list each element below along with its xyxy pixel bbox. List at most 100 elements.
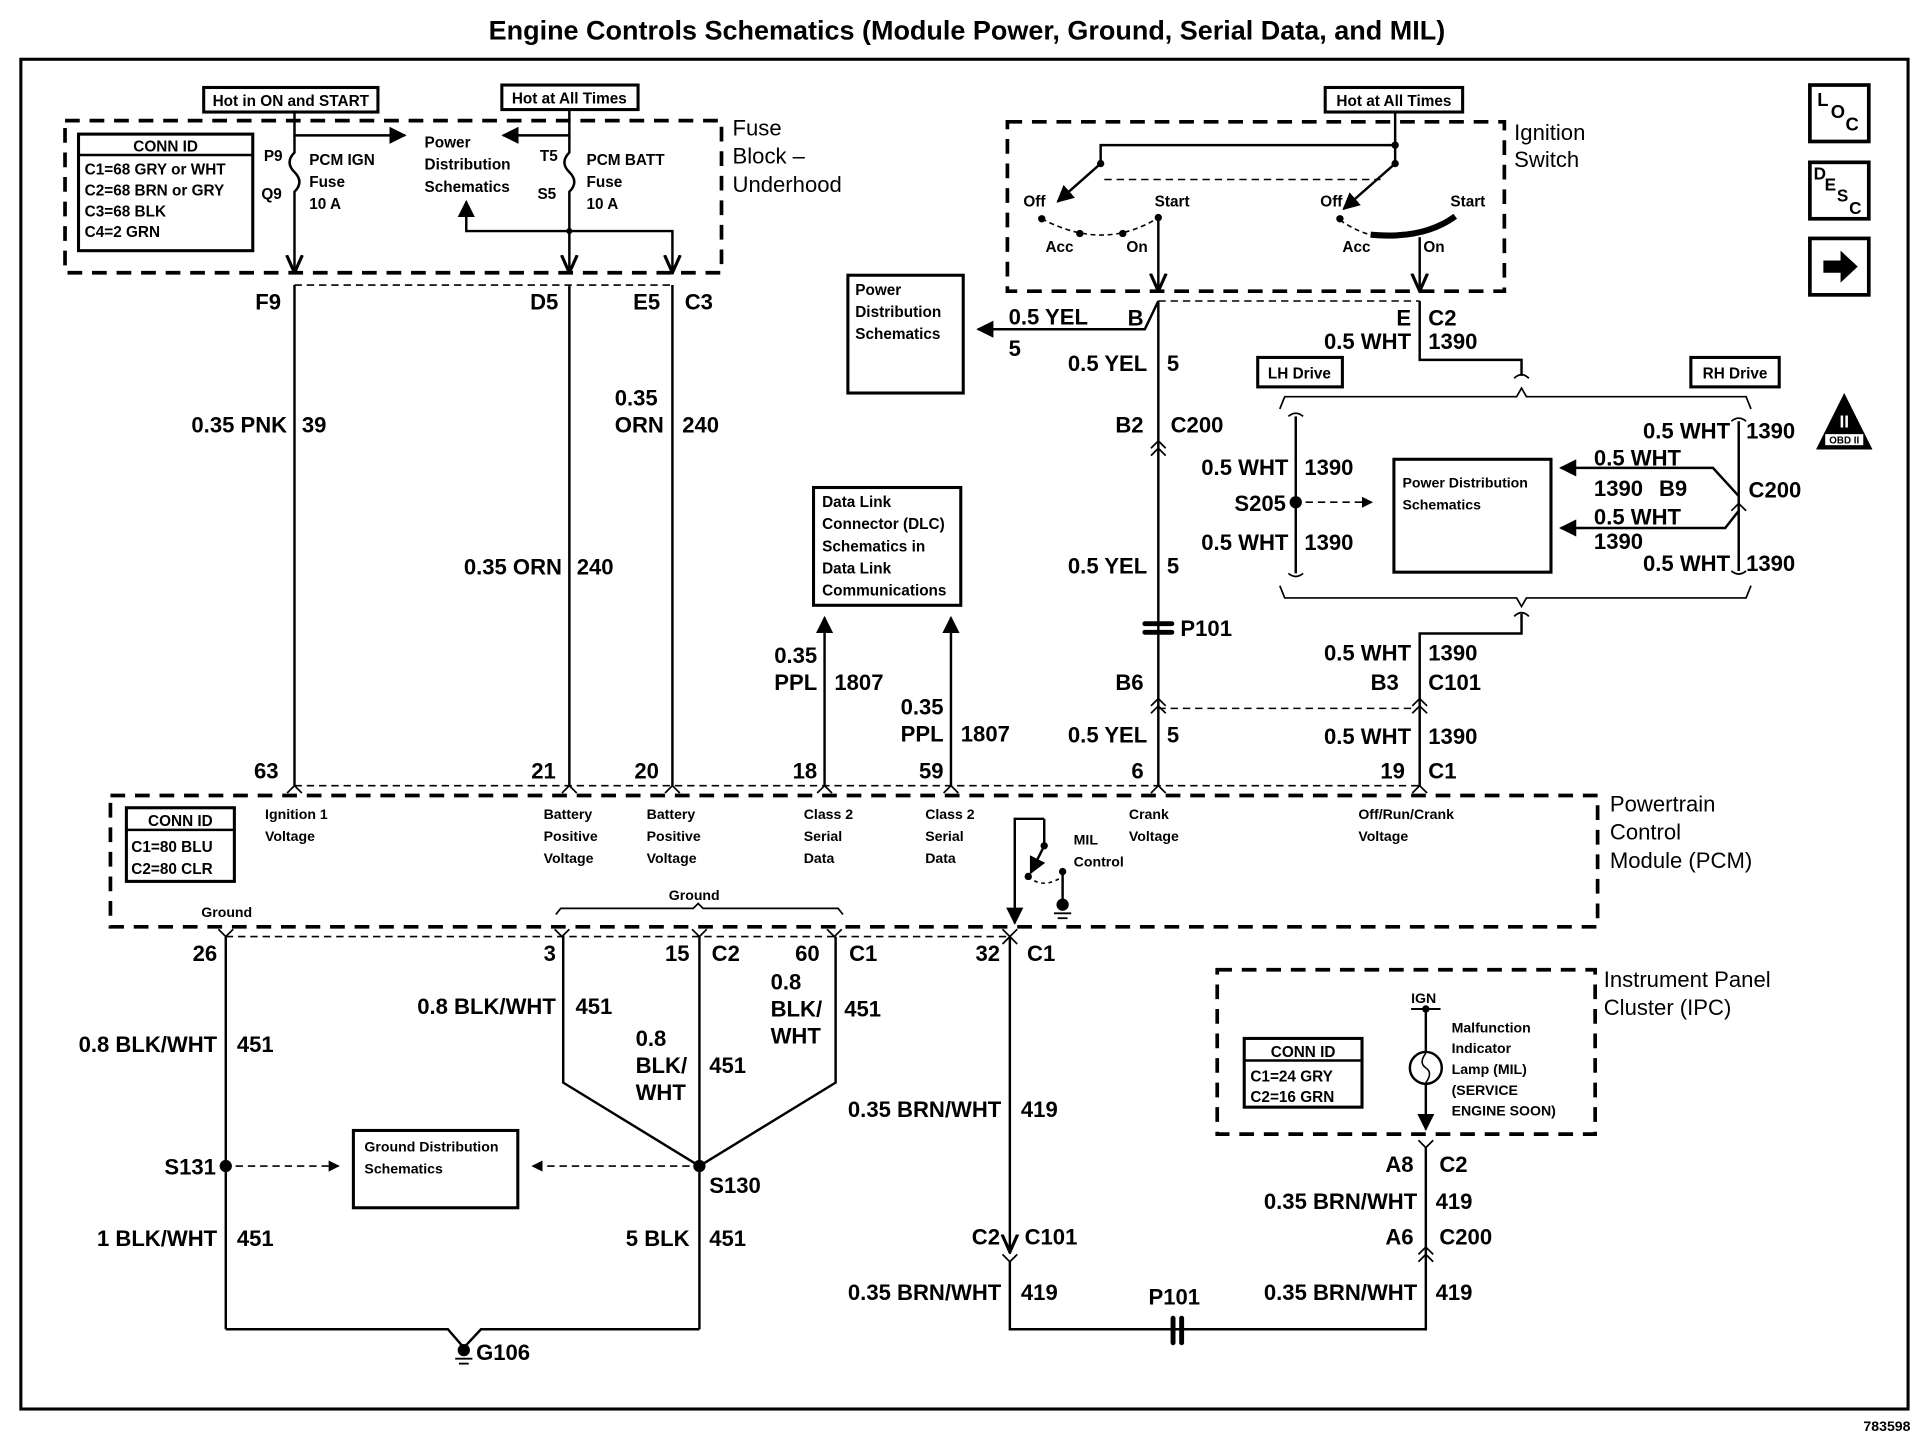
svg-text:PCM BATT: PCM BATT [587, 152, 666, 169]
svg-text:Voltage: Voltage [1129, 828, 1179, 844]
svg-text:WHT: WHT [636, 1080, 687, 1105]
svg-text:CONN ID: CONN ID [1271, 1044, 1336, 1061]
svg-text:C1=68 GRY or WHT: C1=68 GRY or WHT [85, 162, 227, 179]
svg-text:0.5 WHT: 0.5 WHT [1594, 445, 1682, 470]
svg-text:B6: B6 [1115, 670, 1143, 695]
svg-text:Power Distribution: Power Distribution [1403, 475, 1528, 491]
svg-text:Schematics: Schematics [425, 179, 510, 196]
svg-text:0.5 WHT: 0.5 WHT [1594, 504, 1682, 529]
wire-crank: 0.5 YEL 5 B2 C200 0.5 YEL 5 P101 B6 0.5 … [1068, 300, 1232, 786]
fuse-block-underhood: Fuse Block – Underhood Hot in ON and STA… [63, 83, 842, 315]
svg-text:C200: C200 [1171, 412, 1224, 437]
svg-text:1390: 1390 [1428, 724, 1477, 749]
svg-text:Voltage: Voltage [1358, 828, 1408, 844]
svg-text:Fuse: Fuse [309, 174, 345, 191]
svg-text:419: 419 [1436, 1280, 1473, 1305]
next-page-button[interactable] [1808, 236, 1871, 297]
svg-text:B9: B9 [1659, 476, 1687, 501]
svg-text:Schematics in: Schematics in [822, 538, 925, 555]
svg-text:1807: 1807 [834, 670, 883, 695]
svg-text:B: B [1128, 306, 1144, 331]
svg-text:A6: A6 [1385, 1225, 1413, 1250]
svg-text:0.8 BLK/WHT: 0.8 BLK/WHT [79, 1032, 218, 1057]
svg-text:Malfunction: Malfunction [1452, 1019, 1531, 1035]
svg-text:451: 451 [237, 1032, 274, 1057]
obd-ii-badge: II OBD II [1816, 393, 1873, 450]
ground-distribution-reference-box[interactable]: Ground Distribution Schematics [351, 1128, 520, 1210]
svg-text:C3=68 BLK: C3=68 BLK [85, 203, 166, 220]
svg-text:Indicator: Indicator [1452, 1040, 1512, 1056]
svg-text:C1: C1 [1027, 941, 1055, 966]
svg-text:Control: Control [1610, 820, 1681, 845]
svg-text:Serial: Serial [925, 828, 963, 844]
svg-text:OBD II: OBD II [1829, 435, 1859, 446]
pcm-module: Powertrain Control Module (PCM) CONN ID … [108, 784, 1752, 938]
power-distribution-reference-box-2[interactable]: Power Distribution Schematics [1392, 457, 1553, 574]
svg-text:451: 451 [709, 1053, 746, 1078]
svg-text:1 BLK/WHT: 1 BLK/WHT [97, 1226, 218, 1251]
svg-text:1390: 1390 [1594, 529, 1643, 554]
wire-mil-419: 32 C1 0.35 BRN/WHT 419 C2 C101 0.35 BRN/… [848, 935, 1492, 1346]
mil-control-switch [1006, 817, 1072, 925]
svg-text:Positive: Positive [544, 828, 598, 844]
desc-button[interactable]: D E S C [1808, 160, 1871, 221]
svg-text:451: 451 [844, 996, 881, 1021]
svg-text:MIL: MIL [1074, 832, 1099, 848]
svg-text:(SERVICE: (SERVICE [1452, 1082, 1518, 1098]
ground-icon [1056, 898, 1069, 911]
svg-text:P9: P9 [264, 148, 283, 165]
svg-text:20: 20 [634, 758, 659, 783]
fuse-block-name-3: Underhood [733, 172, 842, 197]
svg-text:Communications: Communications [822, 582, 946, 599]
svg-text:1390: 1390 [1594, 476, 1643, 501]
svg-text:P101: P101 [1149, 1285, 1201, 1310]
svg-text:C2: C2 [1428, 306, 1456, 331]
loc-button[interactable]: L O C [1808, 83, 1871, 144]
svg-text:C2: C2 [972, 1225, 1000, 1250]
svg-text:240: 240 [577, 555, 614, 580]
dlc-reference-box[interactable]: Data Link Connector (DLC) Schematics in … [811, 485, 963, 607]
svg-text:0.5 WHT: 0.5 WHT [1324, 724, 1412, 749]
svg-text:26: 26 [193, 941, 218, 966]
power-distribution-reference-box[interactable]: Power Distribution Schematics [846, 273, 965, 395]
svg-text:419: 419 [1021, 1280, 1058, 1305]
p101-connector-icon-2 [1170, 1315, 1185, 1346]
svg-text:0.5 WHT: 0.5 WHT [1324, 329, 1412, 354]
instrument-panel-cluster: Instrument Panel Cluster (IPC) CONN ID C… [1215, 967, 1771, 1136]
hot-in-on-start-label: Hot in ON and START [213, 93, 370, 110]
svg-text:L: L [1817, 89, 1828, 110]
wire-battery-d5: 0.35 ORN 240 21 [464, 285, 614, 786]
svg-text:PPL: PPL [901, 721, 944, 746]
svg-text:Acc: Acc [1342, 239, 1371, 256]
svg-text:Off: Off [1320, 194, 1343, 211]
svg-text:On: On [1126, 239, 1147, 256]
svg-text:0.5 WHT: 0.5 WHT [1324, 641, 1412, 666]
svg-text:C1=24 GRY: C1=24 GRY [1250, 1068, 1333, 1085]
splice-s130: S130 [709, 1173, 761, 1198]
hot-at-all-times-label: Hot at All Times [512, 90, 627, 107]
svg-text:C1=80 BLU: C1=80 BLU [131, 839, 212, 856]
splice-s205: S205 [1234, 491, 1286, 516]
desc-icon: D E S C [1814, 164, 1862, 218]
svg-text:0.5 WHT: 0.5 WHT [1201, 455, 1289, 480]
svg-text:Schematics: Schematics [1403, 497, 1482, 513]
wire-ground-3-15-60: 3 0.8 BLK/WHT 451 15 C2 0.8 BLK/ WHT 451… [417, 936, 881, 1330]
svg-text:0.35 ORN: 0.35 ORN [464, 555, 562, 580]
ground-g106: G106 [225, 1328, 700, 1365]
svg-text:5 BLK: 5 BLK [626, 1226, 690, 1251]
ignition-switch: Ignition Switch Hot at All Times Off Sta… [1005, 85, 1585, 331]
svg-text:0.35 BRN/WHT: 0.35 BRN/WHT [1264, 1280, 1418, 1305]
wire-battery-e5: 0.35 ORN 240 20 [615, 285, 719, 786]
svg-text:39: 39 [302, 412, 327, 437]
fuse-block-conn-id: CONN ID C1=68 GRY or WHT C2=68 BRN or GR… [76, 132, 255, 253]
svg-text:B3: B3 [1371, 670, 1399, 695]
power-dist-ref[interactable]: Power [425, 135, 471, 152]
svg-text:F9: F9 [255, 290, 281, 315]
svg-text:C1: C1 [849, 941, 877, 966]
pcm-conn-id: CONN ID C1=80 BLU C2=80 CLR [124, 806, 236, 883]
svg-text:60: 60 [795, 941, 820, 966]
svg-text:32: 32 [975, 941, 1000, 966]
svg-text:240: 240 [682, 412, 719, 437]
svg-text:Voltage: Voltage [647, 850, 697, 866]
splice-s131: S131 [164, 1155, 216, 1180]
